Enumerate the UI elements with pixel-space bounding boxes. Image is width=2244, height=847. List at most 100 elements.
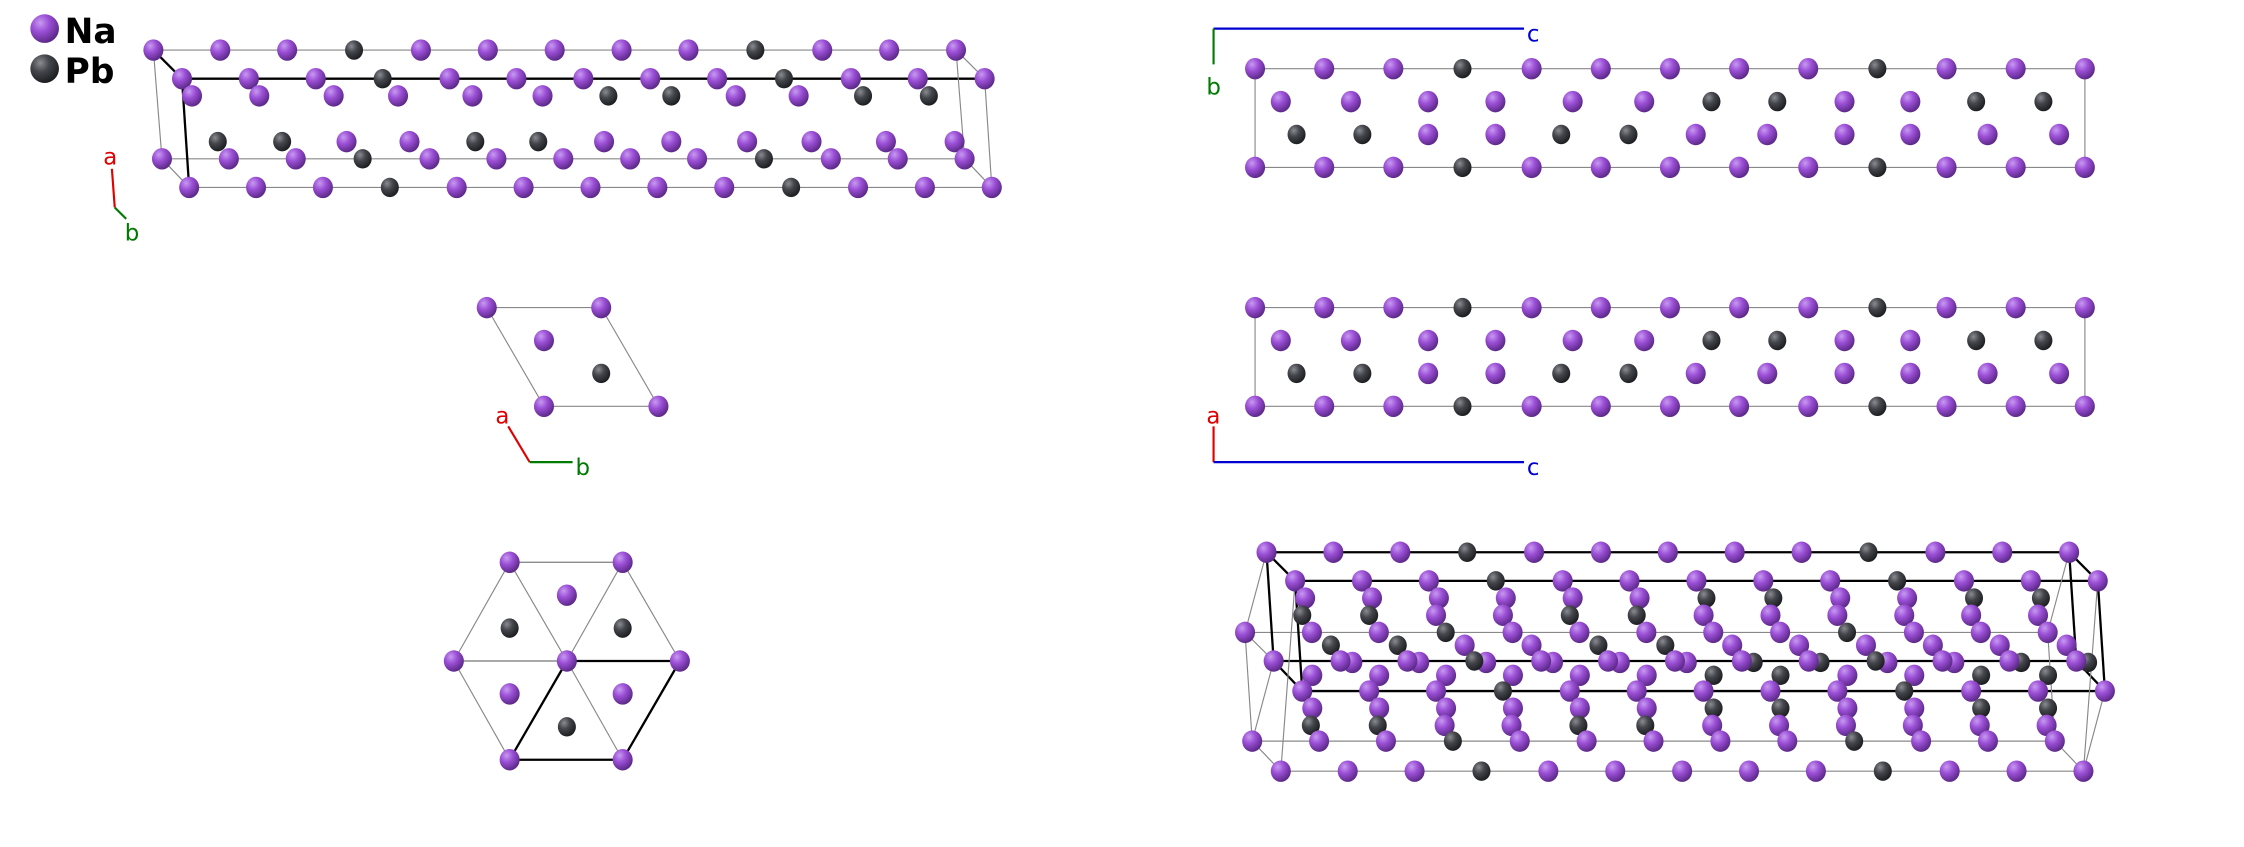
pb-atom bbox=[1453, 297, 1472, 318]
na-atom bbox=[506, 67, 527, 90]
na-atom bbox=[533, 395, 554, 418]
na-atom bbox=[1953, 570, 1975, 592]
na-atom bbox=[410, 39, 431, 61]
pb-atom bbox=[1472, 761, 1491, 781]
na-atom bbox=[1902, 714, 1923, 737]
na-atom bbox=[1657, 541, 1678, 563]
na-atom bbox=[533, 329, 554, 352]
na-atom bbox=[1659, 57, 1680, 80]
na-atom bbox=[1939, 760, 1960, 782]
na-atom bbox=[1894, 604, 1915, 626]
na-atom bbox=[1337, 760, 1358, 782]
na-atom bbox=[1245, 156, 1266, 179]
pb-atom bbox=[2034, 91, 2053, 112]
cell-edge bbox=[1244, 552, 1268, 633]
na-atom bbox=[143, 39, 164, 61]
na-atom bbox=[946, 39, 967, 61]
na-atom bbox=[1936, 296, 1957, 319]
na-atom bbox=[1757, 123, 1778, 146]
na-atom bbox=[1936, 156, 1957, 179]
axis-label-b: b bbox=[575, 455, 590, 481]
na-atom bbox=[1900, 123, 1921, 146]
cell-edge bbox=[2082, 580, 2099, 772]
pb-atom bbox=[1293, 605, 1312, 625]
na-atom bbox=[532, 85, 553, 107]
pb-atom bbox=[613, 618, 632, 638]
na-atom bbox=[2028, 604, 2049, 626]
na-atom bbox=[1245, 296, 1266, 319]
pb-atom bbox=[353, 149, 372, 169]
legend-pb-label: Pb bbox=[65, 52, 115, 92]
na-atom bbox=[612, 551, 633, 574]
pb-atom bbox=[1768, 330, 1787, 351]
na-atom bbox=[647, 176, 668, 199]
na-atom bbox=[1362, 587, 1383, 609]
na-atom bbox=[1569, 697, 1590, 719]
na-atom bbox=[1390, 541, 1411, 563]
pb-atom bbox=[373, 68, 392, 89]
na-atom bbox=[661, 130, 682, 153]
na-atom bbox=[1992, 541, 2013, 563]
na-atom bbox=[1285, 570, 1306, 592]
na-atom bbox=[305, 67, 326, 90]
pb-atom bbox=[1458, 542, 1477, 562]
pb-atom bbox=[1493, 681, 1512, 701]
na-atom bbox=[1485, 123, 1506, 146]
cell-edge bbox=[453, 562, 511, 662]
na-atom bbox=[1562, 587, 1583, 609]
pb-atom bbox=[592, 363, 611, 384]
na-atom bbox=[1502, 621, 1523, 644]
pb-atom bbox=[1353, 363, 1372, 384]
axis-label-a: a bbox=[1206, 403, 1220, 429]
na-atom bbox=[1521, 634, 1542, 656]
pb-atom bbox=[599, 86, 618, 106]
na-atom bbox=[1323, 541, 1344, 563]
na-atom bbox=[2037, 621, 2058, 644]
pb-atom bbox=[1353, 124, 1372, 145]
na-atom bbox=[974, 67, 995, 90]
na-atom bbox=[1970, 621, 1991, 644]
pb-atom bbox=[1868, 396, 1887, 417]
na-atom bbox=[1834, 90, 1855, 113]
na-atom bbox=[801, 130, 822, 153]
na-atom bbox=[1834, 123, 1855, 146]
na-atom bbox=[2005, 296, 2026, 319]
na-atom bbox=[443, 650, 464, 672]
na-atom bbox=[1922, 634, 1943, 656]
pb-atom bbox=[1895, 681, 1914, 701]
na-atom bbox=[1302, 664, 1323, 687]
na-atom bbox=[1590, 541, 1611, 563]
na-atom bbox=[648, 395, 669, 418]
na-atom bbox=[2094, 680, 2115, 702]
cell-edge bbox=[486, 307, 545, 407]
na-atom bbox=[640, 67, 661, 90]
na-atom bbox=[1760, 604, 1781, 626]
pb-atom bbox=[1619, 363, 1638, 384]
na-atom bbox=[2087, 570, 2108, 592]
na-atom bbox=[462, 85, 483, 107]
na-atom bbox=[1827, 604, 1848, 626]
na-atom bbox=[1629, 587, 1650, 609]
na-atom bbox=[513, 176, 534, 199]
na-atom bbox=[1693, 604, 1714, 626]
axis-ab: a b bbox=[495, 403, 590, 481]
na-atom bbox=[1693, 680, 1714, 702]
na-atom bbox=[848, 176, 869, 199]
na-atom bbox=[238, 67, 259, 90]
na-atom bbox=[218, 148, 239, 170]
pb-atom bbox=[2031, 588, 2050, 608]
pb-atom bbox=[2039, 698, 2058, 718]
pb-atom bbox=[1697, 588, 1716, 608]
pb-atom bbox=[1704, 665, 1723, 686]
na-atom bbox=[2056, 634, 2077, 656]
na-atom bbox=[1961, 604, 1982, 626]
pb-legend-icon bbox=[30, 54, 59, 83]
pb-atom bbox=[854, 86, 873, 106]
pb-atom bbox=[662, 86, 681, 106]
na-atom bbox=[476, 296, 497, 319]
na-atom bbox=[1538, 760, 1559, 782]
na-atom bbox=[1569, 621, 1590, 644]
na-atom bbox=[1383, 296, 1404, 319]
cell-edge bbox=[566, 562, 624, 662]
na-atom bbox=[1270, 90, 1291, 113]
